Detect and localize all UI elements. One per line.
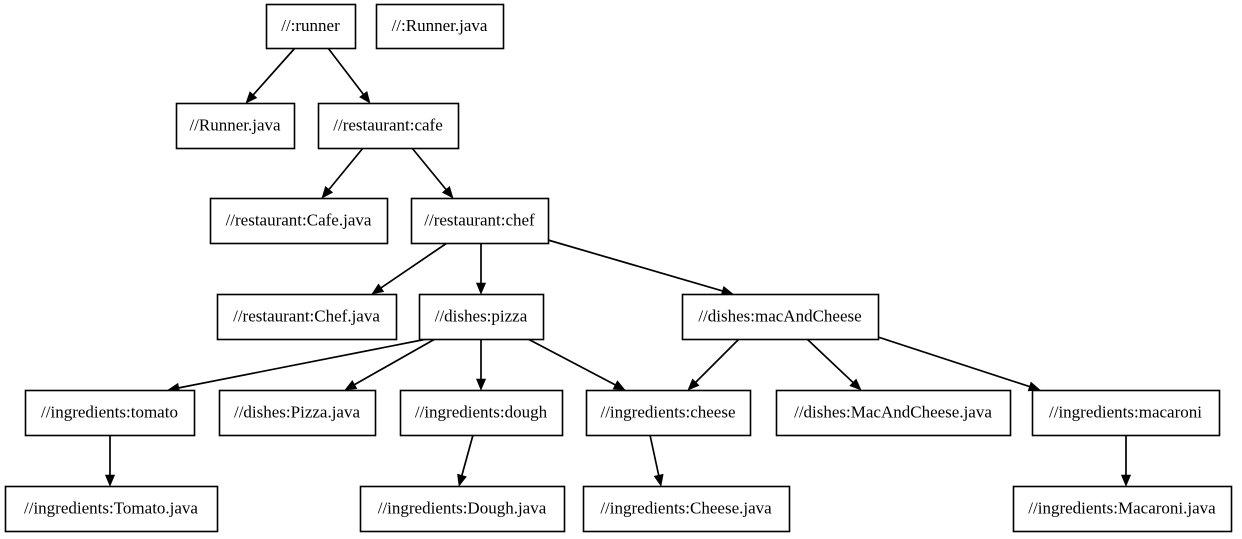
node-label: //restaurant:Chef.java [233, 306, 380, 325]
graph-node[interactable]: //ingredients:cheese [585, 389, 752, 437]
node-label: //ingredients:Dough.java [378, 498, 547, 517]
node-label: //:Runner.java [392, 16, 488, 35]
node-label: //ingredients:Tomato.java [24, 498, 198, 517]
arrow-head-icon [441, 186, 454, 199]
node-box[interactable] [399, 389, 564, 437]
graph-edge [547, 239, 734, 296]
nodes-layer: //:runner //:Runner.java //Runner.java //re… [4, 3, 1233, 533]
arrow-head-icon [104, 474, 116, 487]
node-box[interactable] [218, 389, 377, 437]
node-label: //dishes:Pizza.java [234, 402, 361, 421]
node-label: //ingredients:tomato [41, 402, 178, 421]
graph-edge [457, 434, 474, 487]
graph-node[interactable]: //restaurant:Chef.java [216, 293, 398, 341]
graph-node[interactable]: //dishes:Pizza.java [218, 389, 377, 437]
graph-node[interactable]: //restaurant:cafe [317, 102, 460, 150]
graph-edge [475, 339, 487, 391]
node-label: //restaurant:cafe [333, 115, 443, 134]
graph-node[interactable]: //ingredients:macaroni [1031, 389, 1221, 437]
node-box[interactable] [410, 197, 550, 245]
node-box[interactable] [1031, 389, 1221, 437]
node-box[interactable] [209, 197, 389, 245]
arrow-head-icon [1120, 474, 1132, 487]
graph-edge [245, 47, 296, 104]
graph-edge [321, 147, 364, 199]
graph-node[interactable]: //dishes:MacAndCheese.java [775, 389, 1012, 437]
graph-node[interactable]: //restaurant:Cafe.java [209, 197, 389, 245]
arrow-head-icon [321, 186, 334, 199]
arrow-head-icon [687, 378, 700, 391]
graph-node[interactable]: //restaurant:chef [410, 197, 550, 245]
graph-edge [649, 434, 664, 487]
graph-node[interactable]: //ingredients:Macaroni.java [1012, 485, 1233, 533]
node-box[interactable] [359, 485, 566, 533]
arrow-head-icon [1027, 381, 1041, 392]
node-box[interactable] [775, 389, 1012, 437]
graph-node[interactable]: //:Runner.java [375, 3, 505, 50]
graph-node[interactable]: //dishes:macAndCheese [681, 293, 880, 341]
graph-edge [806, 338, 862, 391]
node-label: //restaurant:Cafe.java [226, 210, 372, 229]
arrow-head-icon [475, 378, 487, 391]
graph-edge [344, 338, 436, 391]
graph-node[interactable]: //Runner.java [175, 102, 296, 150]
node-box[interactable] [681, 293, 880, 341]
node-box[interactable] [585, 389, 752, 437]
node-label: //dishes:MacAndCheese.java [794, 402, 992, 421]
node-label: //ingredients:cheese [600, 402, 735, 421]
node-box[interactable] [375, 3, 505, 50]
node-box[interactable] [317, 102, 460, 150]
arrow-head-icon [344, 380, 358, 391]
arrow-head-icon [849, 378, 862, 391]
node-label: //dishes:macAndCheese [698, 306, 861, 325]
node-label: //:runner [281, 16, 340, 35]
node-label: //Runner.java [189, 115, 281, 134]
node-label: //ingredients:dough [415, 402, 548, 421]
node-box[interactable] [24, 389, 196, 437]
node-box[interactable] [216, 293, 398, 341]
arrow-head-icon [457, 473, 467, 487]
graph-edge [687, 338, 740, 391]
graph-edge [475, 243, 487, 295]
graph-edge [371, 242, 448, 295]
node-label: //ingredients:macaroni [1049, 402, 1202, 421]
arrow-head-icon [245, 91, 258, 104]
graph-node[interactable]: //ingredients:dough [399, 389, 564, 437]
node-box[interactable] [175, 102, 296, 150]
arrow-head-icon [612, 380, 626, 391]
graph-edge [104, 435, 116, 487]
arrow-head-icon [475, 282, 487, 295]
graph-node[interactable]: //:runner [265, 3, 357, 50]
node-box[interactable] [1012, 485, 1233, 533]
node-box[interactable] [4, 485, 219, 533]
graph-edge [411, 147, 454, 199]
graph-edge [527, 338, 626, 391]
graph-node[interactable]: //ingredients:Cheese.java [582, 485, 791, 533]
node-label: //restaurant:chef [424, 210, 535, 229]
graph-node[interactable]: //ingredients:Tomato.java [4, 485, 219, 533]
arrow-head-icon [371, 283, 385, 295]
graph-edge [877, 336, 1041, 392]
graph-edge [327, 47, 371, 104]
node-label: //ingredients:Cheese.java [600, 498, 772, 517]
node-box[interactable] [582, 485, 791, 533]
node-box[interactable] [265, 3, 357, 50]
graph-node[interactable]: //ingredients:Dough.java [359, 485, 566, 533]
graph-node[interactable]: //ingredients:tomato [24, 389, 196, 437]
node-box[interactable] [418, 293, 545, 341]
node-label: //dishes:pizza [435, 306, 528, 325]
arrow-head-icon [359, 90, 371, 104]
node-label: //ingredients:Macaroni.java [1028, 498, 1216, 517]
graph-node[interactable]: //dishes:pizza [418, 293, 545, 341]
arrow-head-icon [653, 473, 664, 487]
graph-edge [1120, 435, 1132, 487]
